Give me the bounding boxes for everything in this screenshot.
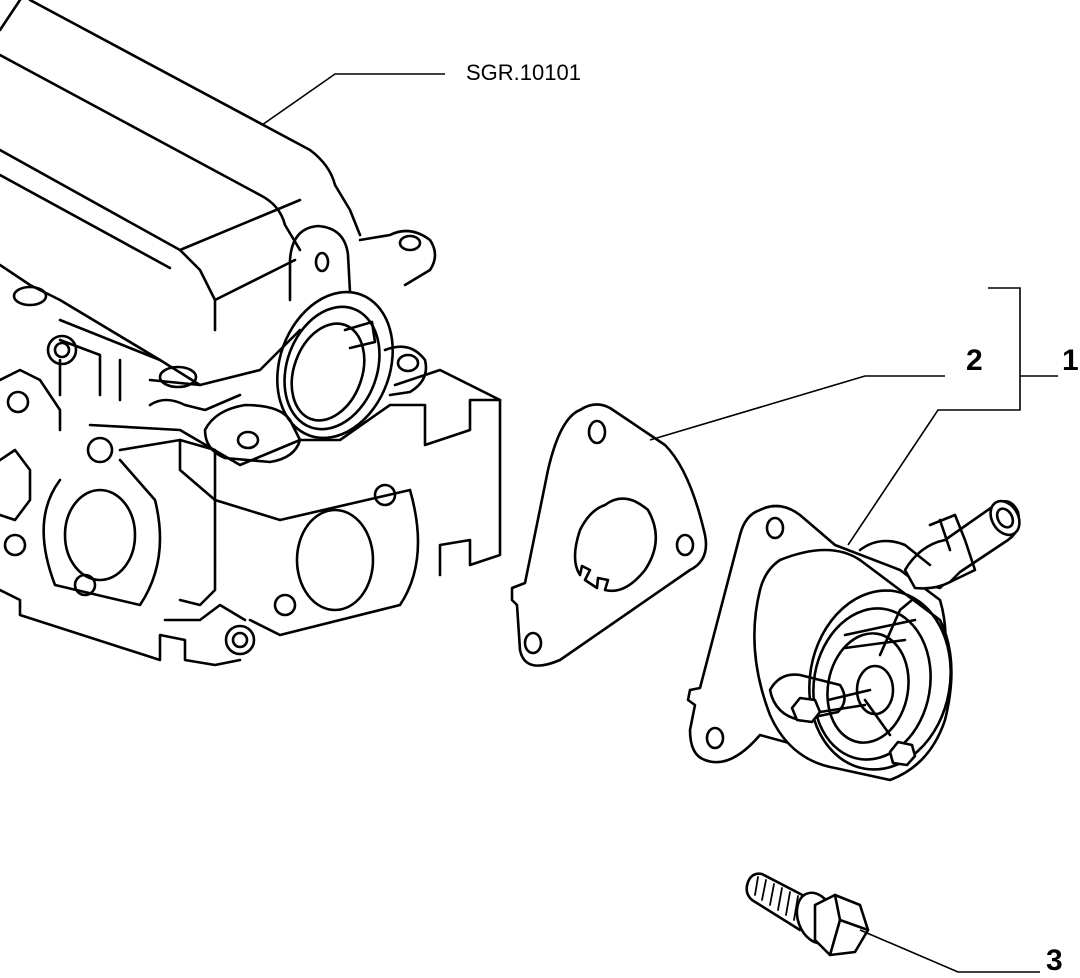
item-2-label: 2 [966,344,983,377]
item-1-label: 1 [1062,344,1079,377]
bolt-drawing [745,872,870,957]
vacuum-pump-drawing [686,499,1021,782]
leader-lines [261,73,1058,973]
cylinder-head-drawing [0,0,502,667]
item-3-label: 3 [1046,944,1063,977]
gasket-drawing [510,403,708,667]
reference-label: SGR.10101 [466,60,581,85]
